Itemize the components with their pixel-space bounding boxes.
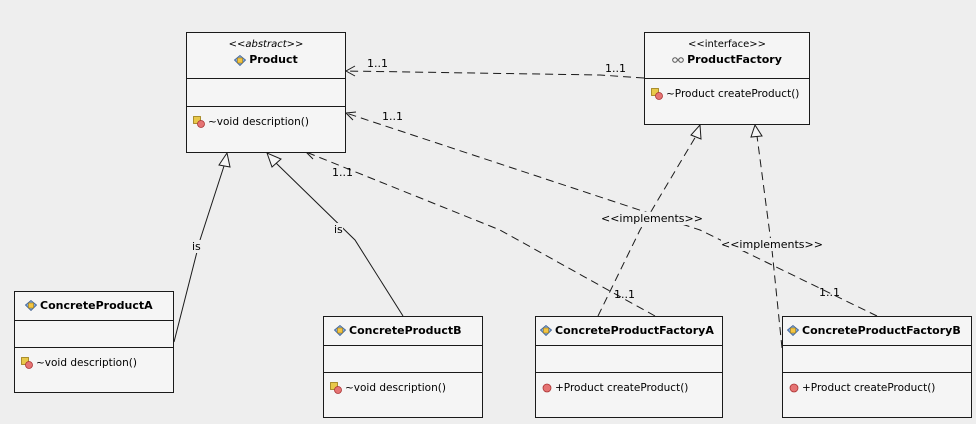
operation-row[interactable]: ~Product createProduct() xyxy=(645,87,809,101)
class-header: ConcreteProductA xyxy=(15,292,173,321)
class-name-text: ConcreteProductA xyxy=(40,299,153,312)
operation-label: +Product createProduct() xyxy=(802,382,936,394)
realization-factorya-to-interface[interactable] xyxy=(597,123,702,317)
class-name: Product xyxy=(187,52,345,68)
implements-label: <<implements>> xyxy=(601,212,703,225)
product-factory-name: ProductFactory xyxy=(687,53,782,66)
operations-section: ~void description() xyxy=(15,348,173,394)
operation-row[interactable]: +Product createProduct() xyxy=(536,381,722,395)
class-name-text: ConcreteProductFactoryB xyxy=(802,324,961,337)
operations-section: ~void description() xyxy=(187,107,345,154)
multiplicity-label: 1..1 xyxy=(367,57,388,70)
class-name: ConcreteProductFactoryA xyxy=(536,317,722,344)
operation-row[interactable]: +Product createProduct() xyxy=(783,381,971,395)
class-icon xyxy=(334,325,346,336)
attributes-section xyxy=(783,346,971,373)
product-factory-interface[interactable]: <<interface>> ProductFactory ~Product cr… xyxy=(644,32,810,125)
dependency-factorya-to-product[interactable] xyxy=(304,151,656,317)
class-header: ConcreteProductFactoryB xyxy=(783,317,971,346)
operation-row[interactable]: ~void description() xyxy=(324,381,482,395)
attributes-section xyxy=(15,321,173,348)
package-operation-icon xyxy=(651,88,663,100)
class-header: <<interface>> ProductFactory xyxy=(645,33,809,79)
package-operation-icon xyxy=(193,116,205,128)
class-icon xyxy=(540,325,552,336)
public-operation-icon xyxy=(789,383,799,393)
generalization-a-to-product[interactable] xyxy=(173,151,231,343)
operation-row[interactable]: ~void description() xyxy=(187,115,345,129)
operation-row[interactable]: ~void description() xyxy=(15,356,173,370)
operations-section: +Product createProduct() xyxy=(783,373,971,419)
public-operation-icon xyxy=(542,383,552,393)
class-name-text: ConcreteProductB xyxy=(349,324,462,337)
package-operation-icon xyxy=(330,382,342,394)
multiplicity-label: 1..1 xyxy=(605,62,626,75)
interface-icon xyxy=(672,57,684,63)
stereotype-label: <<interface>> xyxy=(687,39,767,50)
attributes-section xyxy=(324,346,482,373)
concrete-factory-b-class[interactable]: ConcreteProductFactoryB +Product createP… xyxy=(782,316,972,418)
operations-section: ~Product createProduct() xyxy=(645,79,809,125)
operations-section: ~void description() xyxy=(324,373,482,419)
class-header: <<abstract>> Product xyxy=(187,33,345,79)
multiplicity-label: 1..1 xyxy=(382,110,403,123)
product-name: Product xyxy=(249,53,298,66)
concrete-product-a-class[interactable]: ConcreteProductA ~void description() xyxy=(14,291,174,393)
abstract-class-icon xyxy=(234,54,247,66)
class-header: ConcreteProductB xyxy=(324,317,482,346)
generalization-b-to-product[interactable] xyxy=(266,152,404,317)
concrete-product-b-class[interactable]: ConcreteProductB ~void description() xyxy=(323,316,483,418)
stereotype-label: <<abstract>> xyxy=(228,39,304,50)
class-name: ConcreteProductA xyxy=(15,292,173,319)
product-class[interactable]: <<abstract>> Product ~void description() xyxy=(186,32,346,153)
class-name: ConcreteProductFactoryB xyxy=(783,317,971,344)
realization-factoryb-to-interface[interactable] xyxy=(750,123,783,349)
attributes-section xyxy=(536,346,722,373)
class-name-text: ConcreteProductFactoryA xyxy=(555,324,714,337)
class-name: ProductFactory xyxy=(645,52,809,68)
dependency-factory-to-product[interactable] xyxy=(344,65,645,79)
class-icon xyxy=(787,325,799,336)
class-header: ConcreteProductFactoryA xyxy=(536,317,722,346)
operation-label: ~Product createProduct() xyxy=(666,88,800,100)
attributes-section xyxy=(187,79,345,107)
is-label: is xyxy=(334,223,343,236)
multiplicity-label: 1..1 xyxy=(819,286,840,299)
is-label: is xyxy=(192,240,201,253)
dependency-factoryb-to-product[interactable] xyxy=(344,111,878,317)
operation-label: ~void description() xyxy=(36,357,137,369)
multiplicity-label: 1..1 xyxy=(614,288,635,301)
operation-label: ~void description() xyxy=(208,116,309,128)
multiplicity-label: 1..1 xyxy=(332,166,353,179)
operation-label: +Product createProduct() xyxy=(555,382,689,394)
operation-label: ~void description() xyxy=(345,382,446,394)
implements-label: <<implements>> xyxy=(721,238,823,251)
package-operation-icon xyxy=(21,357,33,369)
concrete-factory-a-class[interactable]: ConcreteProductFactoryA +Product createP… xyxy=(535,316,723,418)
class-name: ConcreteProductB xyxy=(324,317,482,344)
operations-section: +Product createProduct() xyxy=(536,373,722,419)
class-icon xyxy=(25,300,37,311)
